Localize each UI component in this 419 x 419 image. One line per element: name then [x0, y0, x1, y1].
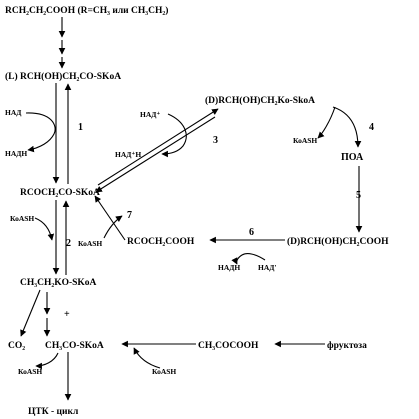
ketoacid-label: RCOCH₂COOH [127, 237, 195, 247]
d-hydroxy-acid-label: (D)RCH(OH)CH₂COOH [287, 236, 389, 247]
acyl-coa-label: CH₃CH₂KO-SKoA [20, 278, 97, 288]
tca-cycle-label: ЦТК - цикл [28, 407, 79, 417]
arrow-step3-forward [97, 108, 219, 186]
arrow-step7 [94, 195, 126, 241]
pyruvate-label: CH₃COCOOH [198, 341, 259, 351]
nad-label-step6: НАД' [258, 263, 277, 272]
l-hydroxyacyl-coa-label: (L) RCH(OH)CH₂CO-SKoA [5, 71, 121, 82]
step-number-7: 7 [127, 210, 132, 221]
step-number-2: 2 [66, 238, 71, 249]
arrow-step3-back [95, 116, 216, 193]
plus-sign: + [64, 309, 70, 320]
arrow-coash-release-step4 [317, 106, 336, 139]
coash-label-acetyl: КоASH [18, 367, 42, 376]
co2-label: CO₂ [8, 341, 25, 351]
arrow-nad-to-nadh [25, 112, 56, 153]
arrow-coash-release-acetyl [35, 352, 59, 370]
arrow-coash-in-acetyl [133, 347, 161, 369]
ketoacyl-coa-label: RCOCH₂CO-SKoA [20, 188, 100, 198]
arrow-nad6-to-nadh6 [231, 253, 266, 265]
d-hydroxyacyl-coa-label: (D)RCH(OH)CH₂Ko-SkoA [205, 95, 315, 106]
nad-label-step1: НАД [5, 108, 22, 117]
butyrate-label: RCH₂CH₂COOH (R=CH₃ или CH₃CH₂) [5, 5, 168, 16]
nadh-label-step1: НАДН [5, 149, 27, 158]
acetyl-coa-label: CH₃CO-SKoA [45, 341, 104, 351]
arrow-coash-in-step2 [34, 217, 55, 241]
fructose-label: фруктоза [327, 340, 367, 351]
arrow-step4 [332, 106, 362, 148]
arrow-coash-in-step7 [103, 215, 123, 239]
coash-label-step2: КоASH [10, 214, 34, 223]
step-number-1: 1 [78, 122, 83, 133]
coash-label-step7: КоASH [78, 239, 102, 248]
arrow-to-co2 [20, 289, 41, 337]
nad-label-step3: НАД⁺ [140, 110, 160, 119]
coash-label-step4: КоASH [293, 136, 317, 145]
arrow-nad3-to-nadh3 [161, 113, 187, 158]
nadh-label-step6: НАДН [218, 263, 240, 272]
step-number-3: 3 [213, 135, 218, 146]
coash-label-pyruvate: КоASH [152, 367, 176, 376]
step-number-6: 6 [249, 227, 254, 238]
poa-label: ПОА [341, 152, 364, 163]
nadh-label-step3: НАД⁺Н [115, 150, 141, 159]
step-number-4: 4 [369, 122, 374, 133]
